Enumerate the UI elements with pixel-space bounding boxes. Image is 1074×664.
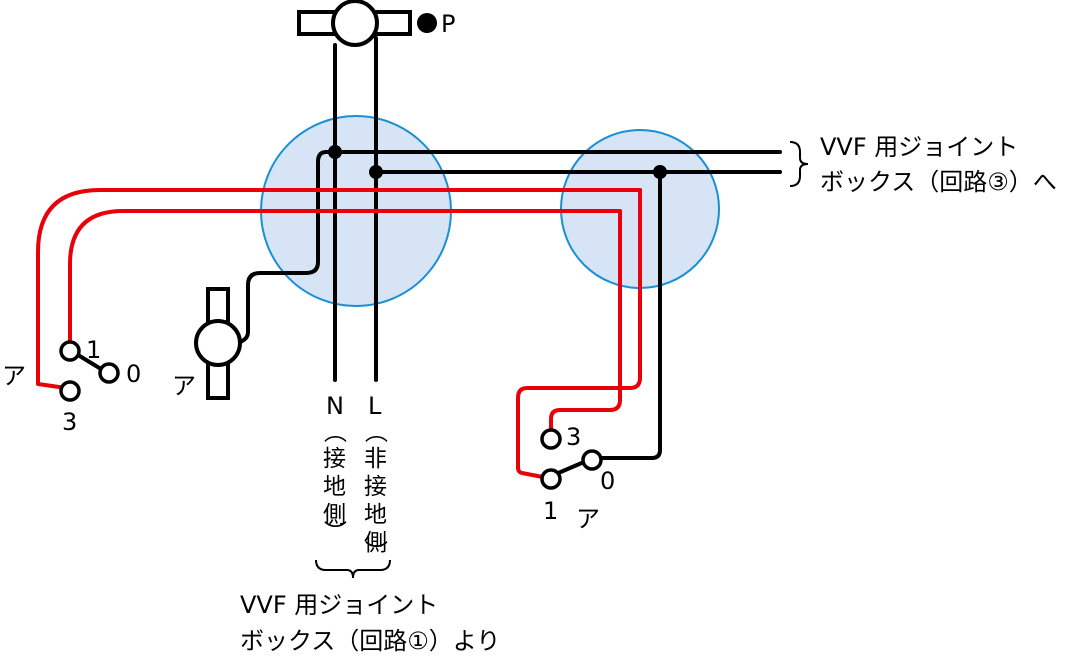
red-traveller-right: [549, 209, 622, 432]
pilot-label: P: [441, 10, 455, 38]
line-desc-0: （: [362, 420, 388, 443]
brace-right: [789, 141, 809, 187]
switch-right-label-0: 0: [600, 467, 615, 495]
line-desc-4: 側: [364, 530, 387, 556]
lamp-icon: [194, 287, 242, 400]
neutral-desc-3: 側: [323, 502, 346, 528]
switch-left-terminal-3: [59, 380, 81, 402]
line-desc-1: 非: [364, 446, 387, 472]
line-desc-3: 地: [364, 502, 387, 528]
pilot-marker-dot: [417, 13, 437, 33]
wire-lamp-left: [235, 150, 337, 345]
lamp-label: ア: [172, 372, 196, 400]
red-traveller-inner: [68, 209, 622, 343]
switch-right-label-3: 3: [566, 423, 581, 451]
switch-left-terminal-0: [98, 362, 120, 384]
brace-bottom: [315, 559, 391, 579]
switch-left-terminal-1: [59, 340, 81, 362]
switch-left-label: ア: [2, 362, 26, 390]
switch-left-label-0: 0: [126, 360, 141, 388]
neutral-desc-0: （: [321, 420, 347, 443]
junction-dot-right: [653, 165, 667, 179]
neutral-label: N: [326, 392, 344, 420]
switch-left-label-3: 3: [62, 408, 77, 436]
switch-right-label: ア: [576, 505, 600, 533]
switch-right-terminal-1: [540, 468, 562, 490]
switch-right-terminal-0: [581, 449, 603, 471]
neutral-desc-1: 接: [323, 446, 346, 472]
line-label: L: [368, 392, 382, 420]
red-traveller-mid: [36, 188, 642, 390]
line-desc-2: 接: [364, 474, 387, 500]
switch-left-label-1: 1: [86, 336, 101, 364]
line-desc-5: ）: [362, 540, 388, 563]
to-box-line2: ボックス（回路③）へ: [820, 168, 1057, 196]
neutral-desc-4: ）: [321, 520, 347, 543]
pilot-lamp-icon: [297, 0, 412, 47]
red-traveller-outer: [516, 188, 642, 480]
switch-right-lever: [554, 460, 586, 476]
from-box-line1: VVF 用ジョイント: [240, 591, 438, 619]
neutral-desc-2: 地: [323, 474, 346, 500]
wire-switch-right-common: [591, 170, 662, 460]
to-box-line1: VVF 用ジョイント: [820, 133, 1018, 161]
switch-right-terminal-3: [540, 428, 562, 450]
junction-dot-line: [369, 165, 383, 179]
from-box-line2: ボックス（回路①）より: [240, 627, 500, 655]
switch-left-lever: [76, 353, 103, 371]
switch-right-label-1: 1: [543, 497, 558, 525]
junction-dot-neutral: [328, 145, 342, 159]
